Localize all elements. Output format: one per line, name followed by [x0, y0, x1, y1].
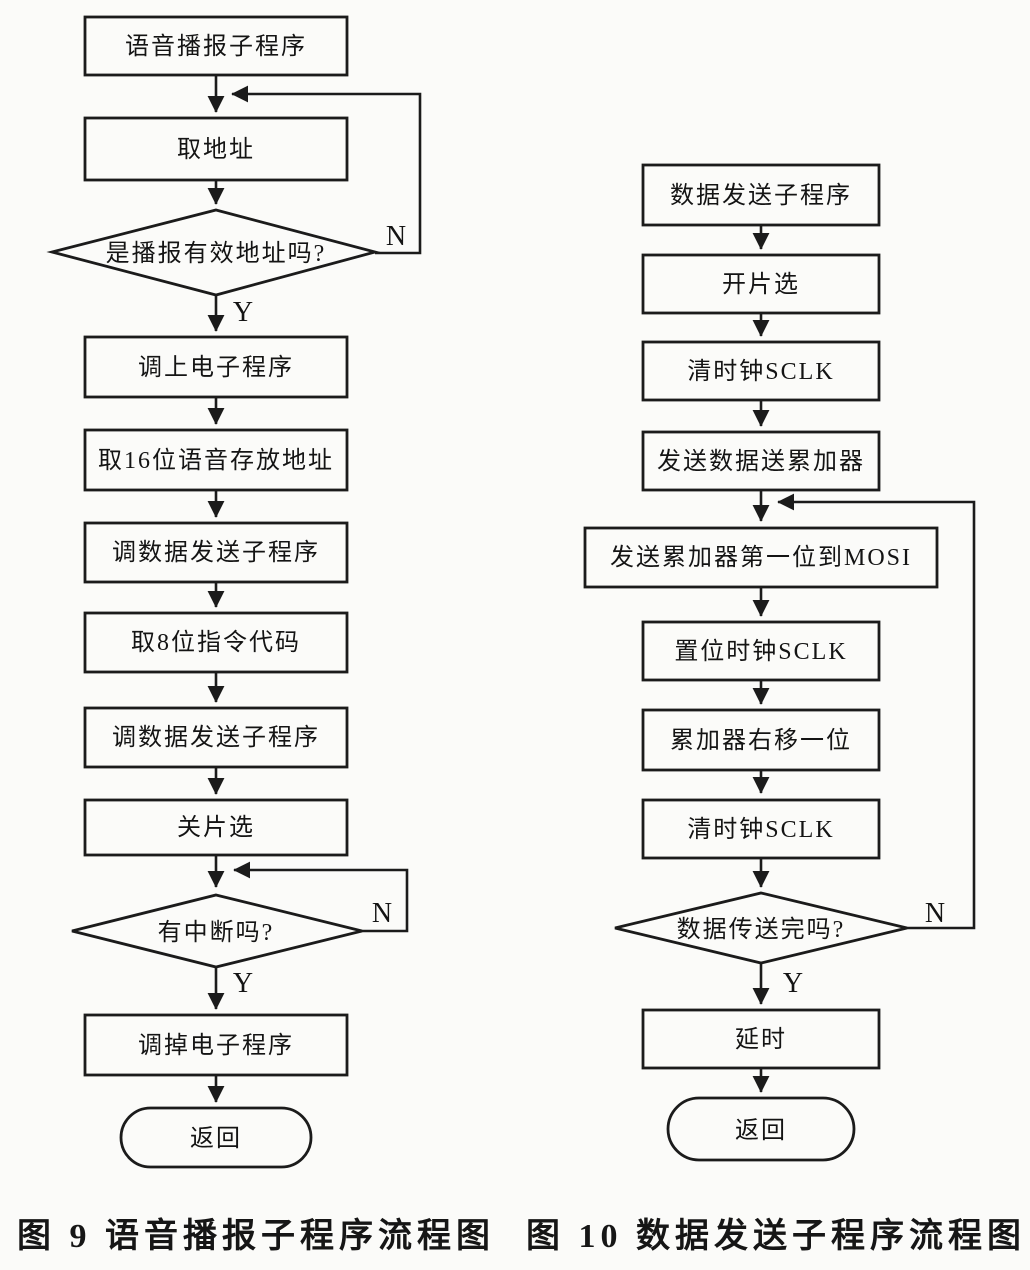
svg-text:开片选: 开片选	[722, 271, 800, 298]
node-call-data-send-2: 调数据发送子程序	[83, 706, 349, 769]
node-start-data-send: 数据发送子程序	[641, 163, 881, 227]
node-clear-sclk-2: 清时钟SCLK	[641, 798, 881, 860]
label-yes-3: Y	[783, 968, 803, 999]
label-no-1: N	[386, 221, 406, 252]
svg-text:置位时钟SCLK: 置位时钟SCLK	[674, 638, 847, 665]
svg-text:发送累加器第一位到MOSI: 发送累加器第一位到MOSI	[610, 544, 912, 571]
node-delay: 延时	[641, 1008, 881, 1070]
label-no-3: N	[925, 898, 945, 929]
node-chip-select-on: 开片选	[641, 253, 881, 315]
svg-text:发送数据送累加器: 发送数据送累加器	[657, 448, 865, 475]
svg-text:有中断吗?: 有中断吗?	[158, 919, 275, 946]
node-set-sclk: 置位时钟SCLK	[641, 620, 881, 682]
node-call-power-off: 调掉电子程序	[83, 1013, 349, 1077]
svg-text:累加器右移一位: 累加器右移一位	[670, 727, 852, 754]
edge-loop-invalid-address	[231, 85, 422, 255]
node-send-data-to-accumulator: 发送数据送累加器	[641, 430, 881, 492]
flowchart-voice-broadcast: 语音播报子程序 取地址 是播报有效地址吗? 调上电子程序 取16位语音存放地址 …	[17, 15, 495, 1255]
label-no-2: N	[372, 898, 392, 929]
node-start-voice: 语音播报子程序	[83, 15, 349, 77]
svg-text:延时: 延时	[735, 1026, 787, 1053]
node-decision-interrupt: 有中断吗?	[71, 893, 363, 969]
node-get-16bit-voice-address: 取16位语音存放地址	[83, 428, 349, 492]
label-yes-2: Y	[233, 968, 253, 999]
label-yes-1: Y	[233, 297, 253, 328]
node-end-terminal-left: 返回	[119, 1106, 313, 1169]
edge-loop-not-done	[777, 493, 976, 930]
svg-text:清时钟SCLK: 清时钟SCLK	[687, 816, 834, 843]
svg-text:数据传送完吗?: 数据传送完吗?	[677, 916, 846, 943]
caption-figure-10: 图 10 数据发送子程序流程图	[526, 1217, 1026, 1255]
node-decision-transfer-done: 数据传送完吗?	[614, 891, 908, 965]
node-end-terminal-right: 返回	[666, 1096, 856, 1162]
svg-text:调上电子程序: 调上电子程序	[138, 354, 294, 381]
node-send-first-bit-to-mosi: 发送累加器第一位到MOSI	[583, 526, 939, 589]
node-get-8bit-opcode: 取8位指令代码	[83, 611, 349, 674]
svg-text:是播报有效地址吗?: 是播报有效地址吗?	[106, 240, 327, 267]
node-clear-sclk-1: 清时钟SCLK	[641, 340, 881, 402]
svg-text:数据发送子程序: 数据发送子程序	[670, 182, 852, 209]
node-get-address: 取地址	[83, 116, 349, 182]
node-call-data-send-1: 调数据发送子程序	[83, 521, 349, 584]
svg-text:调数据发送子程序: 调数据发送子程序	[112, 724, 320, 751]
caption-figure-9: 图 9 语音播报子程序流程图	[17, 1217, 495, 1255]
svg-text:调数据发送子程序: 调数据发送子程序	[112, 539, 320, 566]
node-call-power-on: 调上电子程序	[83, 335, 349, 399]
node-shift-accumulator-right: 累加器右移一位	[641, 708, 881, 772]
svg-text:调掉电子程序: 调掉电子程序	[138, 1032, 294, 1059]
svg-text:返回: 返回	[190, 1125, 242, 1152]
svg-text:关片选: 关片选	[177, 814, 255, 841]
node-chip-select-off: 关片选	[83, 798, 349, 857]
node-decision-valid-address: 是播报有效地址吗?	[46, 208, 381, 297]
flowchart-data-send: 数据发送子程序 开片选 清时钟SCLK 发送数据送累加器 发送累加器第一位到MO…	[526, 163, 1026, 1255]
svg-text:取8位指令代码: 取8位指令代码	[131, 629, 301, 656]
svg-text:返回: 返回	[735, 1117, 787, 1144]
svg-text:取地址: 取地址	[177, 136, 255, 163]
svg-text:清时钟SCLK: 清时钟SCLK	[687, 358, 834, 385]
svg-text:语音播报子程序: 语音播报子程序	[125, 33, 307, 60]
edge-loop-no-interrupt	[233, 861, 409, 933]
svg-text:取16位语音存放地址: 取16位语音存放地址	[98, 447, 334, 474]
